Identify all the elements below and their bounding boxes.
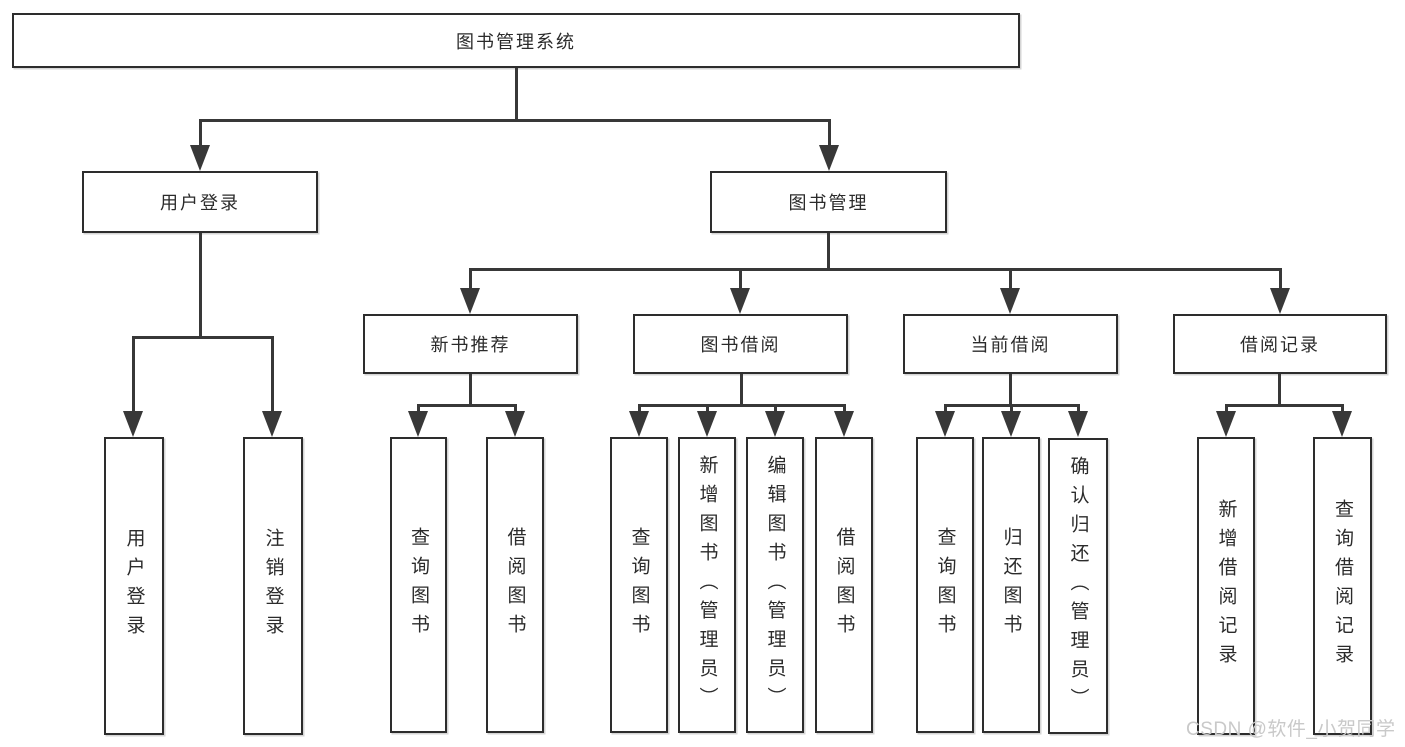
- leaf-query-books-2: 查询图书: [610, 437, 668, 733]
- connector-drop-borrow-records: [1279, 268, 1282, 290]
- arrow-down-icon: [834, 411, 854, 437]
- connector-g2-drop3: [774, 404, 777, 414]
- arrow-down-icon: [1001, 411, 1021, 437]
- connector-g3-stem: [1009, 374, 1012, 406]
- connector-drop-login: [132, 336, 135, 413]
- connector-g2-stem: [740, 374, 743, 406]
- leaf-query-borrow-record: 查询借阅记录: [1313, 437, 1372, 735]
- arrow-down-icon: [1216, 411, 1236, 437]
- arrow-down-icon: [1068, 411, 1088, 437]
- arrow-down-icon: [190, 145, 210, 171]
- leaf-confirm-return-admin: 确认归还（管理员）: [1048, 438, 1108, 734]
- arrow-down-icon: [697, 411, 717, 437]
- csdn-watermark: CSDN @软件_小贺同学: [1186, 719, 1396, 740]
- connector-bookmgmt-rail: [469, 268, 1281, 271]
- arrow-down-icon: [123, 411, 143, 437]
- leaf-borrow-books-2: 借阅图书: [815, 437, 873, 733]
- connector-drop-new-book: [469, 268, 472, 290]
- node-user-login: 用户登录: [82, 171, 318, 233]
- arrow-down-icon: [935, 411, 955, 437]
- arrow-down-icon: [1332, 411, 1352, 437]
- arrow-down-icon: [1000, 288, 1020, 314]
- leaf-add-books-admin: 新增图书（管理员）: [678, 437, 736, 733]
- connector-g2-drop1: [638, 404, 641, 414]
- connector-g2-drop4: [843, 404, 846, 414]
- connector-userlogin-rail: [132, 336, 273, 339]
- arrow-down-icon: [505, 411, 525, 437]
- connector-g4-drop1: [1225, 404, 1228, 414]
- connector-drop-user-login: [199, 119, 202, 147]
- connector-userlogin-stem: [199, 233, 202, 338]
- leaf-user-login: 用户登录: [104, 437, 164, 735]
- leaf-add-borrow-record: 新增借阅记录: [1197, 437, 1255, 735]
- arrow-down-icon: [262, 411, 282, 437]
- arrow-down-icon: [629, 411, 649, 437]
- connector-g4-rail: [1225, 404, 1342, 407]
- connector-g2-rail: [638, 404, 845, 407]
- connector-g1-drop1: [417, 404, 420, 414]
- connector-g3-drop2: [1010, 404, 1013, 414]
- node-library-management-system: 图书管理系统: [12, 13, 1020, 68]
- leaf-query-books-1: 查询图书: [390, 437, 447, 733]
- connector-g3-drop1: [944, 404, 947, 414]
- connector-root-stem: [515, 68, 518, 121]
- arrow-down-icon: [460, 288, 480, 314]
- node-new-book-recommend: 新书推荐: [363, 314, 578, 374]
- leaf-borrow-books-1: 借阅图书: [486, 437, 544, 733]
- connector-drop-book-management: [828, 119, 831, 147]
- connector-g2-drop2: [706, 404, 709, 414]
- arrow-down-icon: [408, 411, 428, 437]
- connector-g3-drop3: [1077, 404, 1080, 414]
- node-book-management: 图书管理: [710, 171, 947, 233]
- arrow-down-icon: [765, 411, 785, 437]
- leaf-query-books-3: 查询图书: [916, 437, 974, 733]
- leaf-return-books: 归还图书: [982, 437, 1040, 733]
- node-current-borrowing: 当前借阅: [903, 314, 1118, 374]
- node-book-borrowing: 图书借阅: [633, 314, 848, 374]
- connector-drop-logout: [271, 336, 274, 413]
- arrow-down-icon: [1270, 288, 1290, 314]
- connector-root-rail: [199, 119, 830, 122]
- leaf-logout: 注销登录: [243, 437, 303, 735]
- connector-g1-drop2: [514, 404, 517, 414]
- connector-drop-current-borrow: [1009, 268, 1012, 290]
- arrow-down-icon: [819, 145, 839, 171]
- arrow-down-icon: [730, 288, 750, 314]
- leaf-edit-books-admin: 编辑图书（管理员）: [746, 437, 804, 733]
- connector-g4-drop2: [1341, 404, 1344, 414]
- connector-drop-book-borrow: [739, 268, 742, 290]
- connector-g1-stem: [469, 374, 472, 406]
- connector-g1-rail: [417, 404, 516, 407]
- node-borrowing-records: 借阅记录: [1173, 314, 1387, 374]
- connector-bookmgmt-stem: [827, 233, 830, 270]
- connector-g4-stem: [1278, 374, 1281, 406]
